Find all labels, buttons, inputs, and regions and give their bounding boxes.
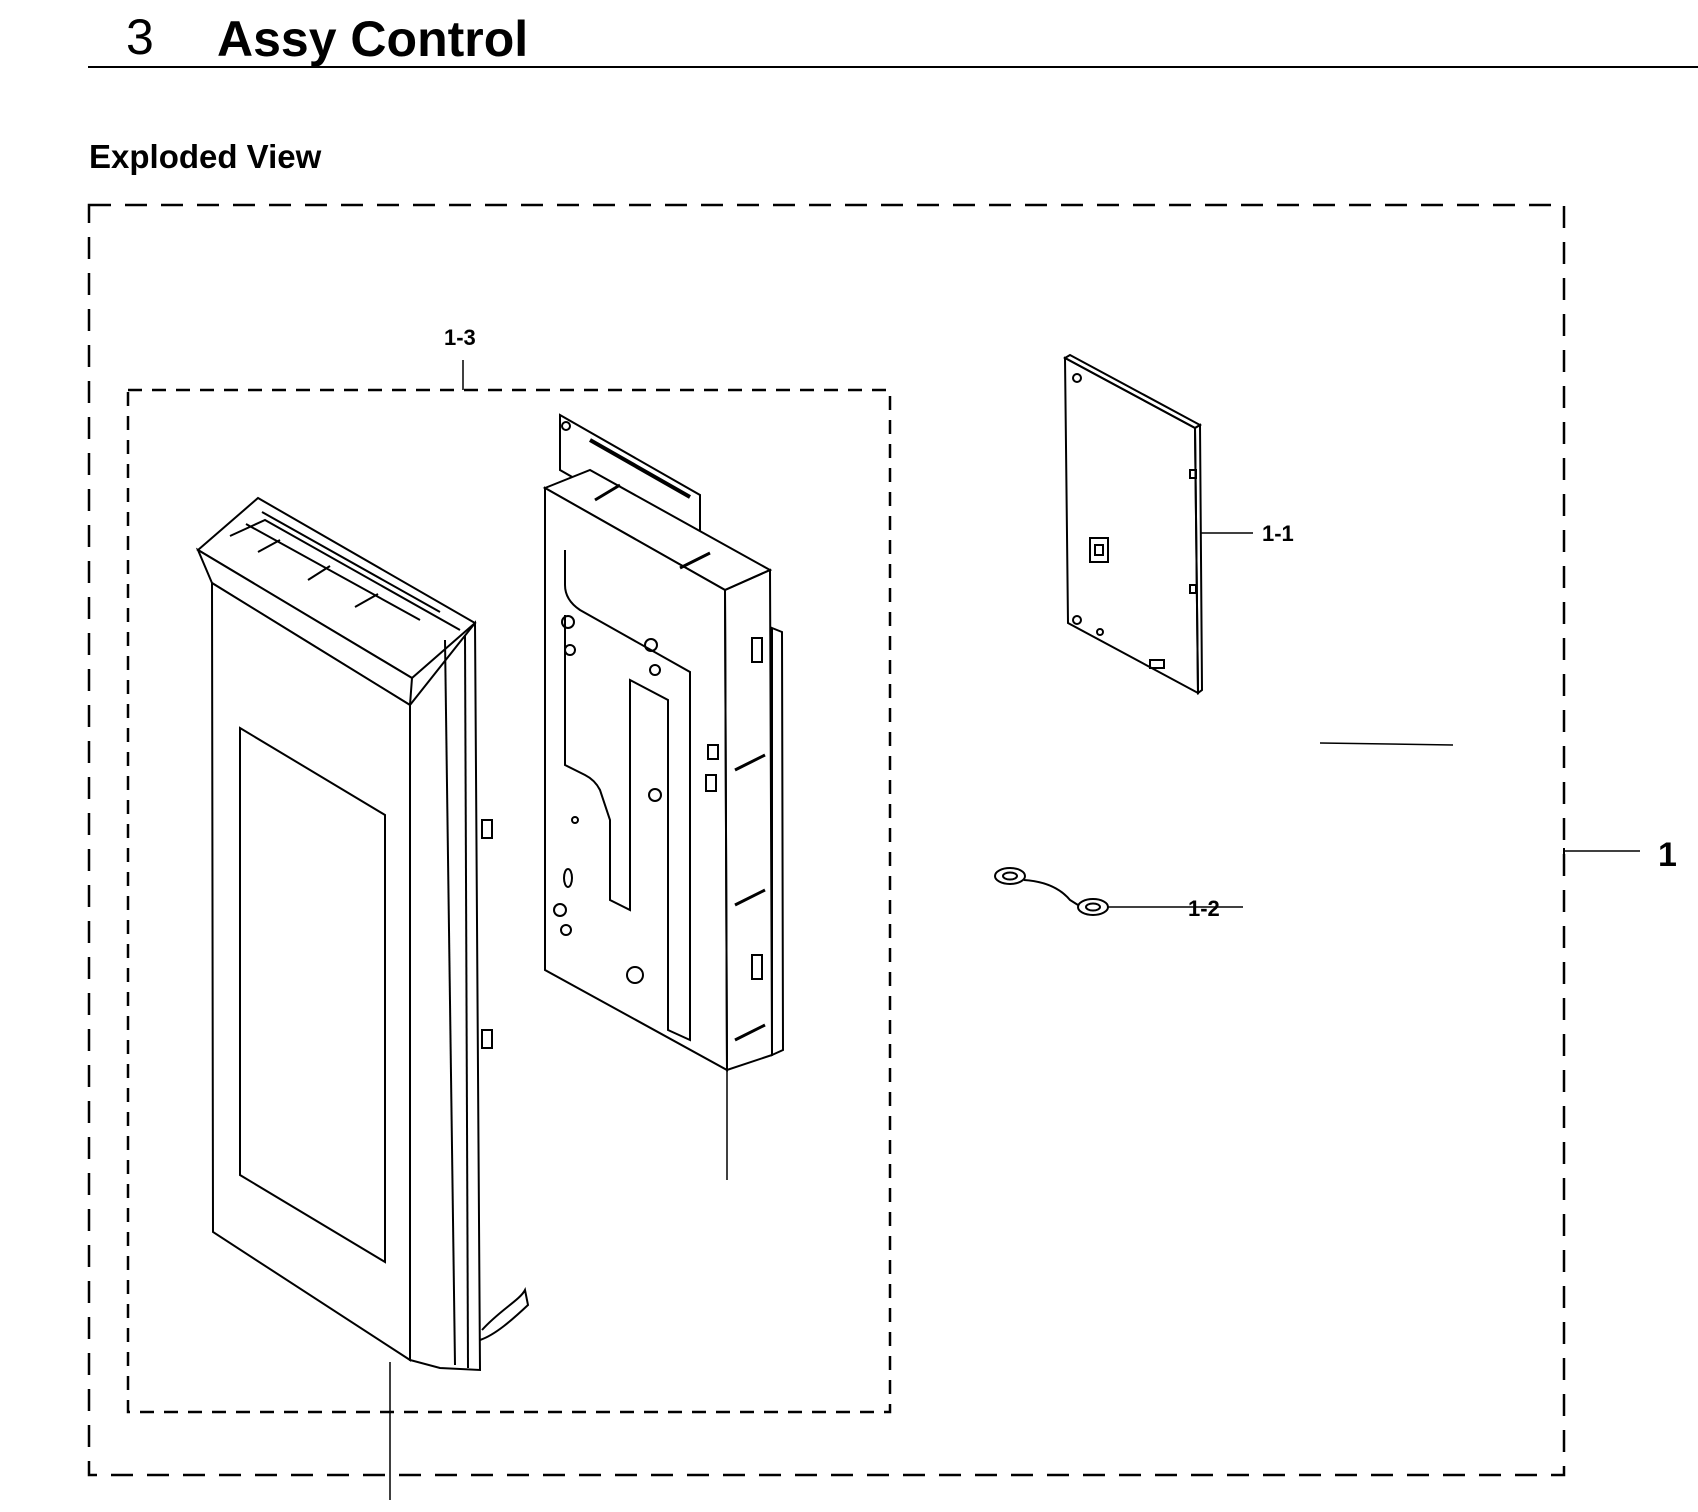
stray-line: [1319, 742, 1454, 746]
callout-wire: 1-2: [1188, 896, 1220, 921]
control-panel-front-icon: [195, 496, 530, 1372]
assembly-boundary: [87, 203, 1566, 1477]
section-title: Assy Control: [217, 11, 529, 67]
callout-pcb: 1-1: [1262, 521, 1294, 546]
sub-assembly-boundary: [126, 388, 892, 1414]
callout-sub-assembly: 1-3: [444, 325, 476, 350]
section-number: 3: [126, 9, 154, 65]
ground-wire-icon: [994, 867, 1109, 916]
header-rule: [88, 66, 1698, 68]
mounting-bracket-icon: [542, 413, 785, 1072]
pcb-board-icon: [1062, 353, 1204, 695]
callout-assembly: 1: [1658, 836, 1677, 874]
exploded-view-heading: Exploded View: [89, 138, 322, 175]
